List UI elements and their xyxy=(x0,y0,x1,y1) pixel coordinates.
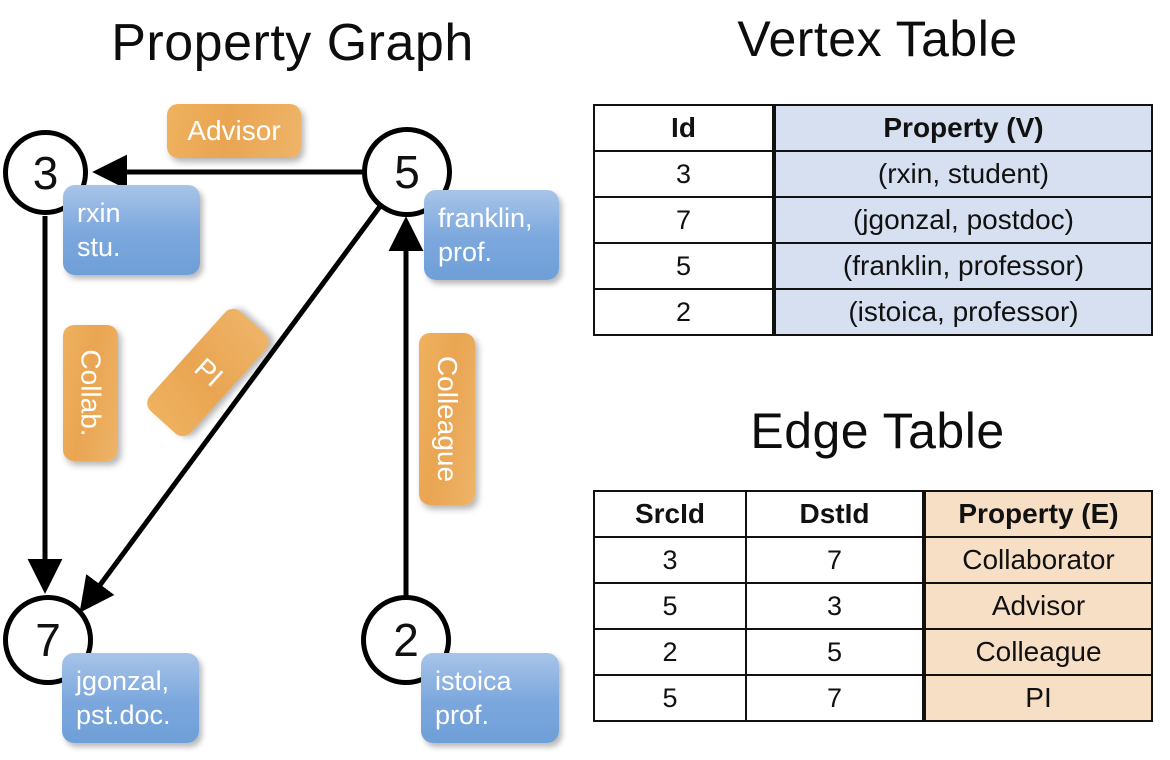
vertex-table-header-property: Property (V) xyxy=(772,104,1153,152)
bubble-rxin-role: stu. xyxy=(77,232,121,262)
vertex-cell-property: (jgonzal, postdoc) xyxy=(772,196,1153,244)
edge-cell-dst: 7 xyxy=(745,674,925,722)
edge-label-collab-text: Collab. xyxy=(75,349,107,437)
edge-cell-dst: 3 xyxy=(745,582,925,630)
edge-label-advisor-text: Advisor xyxy=(187,115,281,146)
edge-table: SrcId DstId Property (E) 3 7 Collaborato… xyxy=(593,490,1153,722)
graph-node-5[interactable]: 5 xyxy=(362,127,452,217)
node-property-bubble-jgonzal: jgonzal, pst.doc. xyxy=(62,653,199,743)
node-property-bubble-franklin: franklin, prof. xyxy=(424,190,559,280)
edge-cell-property: Advisor xyxy=(922,582,1153,630)
property-graph-panel: Property Graph 3 5 7 2 rxin stu. frankli… xyxy=(3,14,559,743)
table-row: 3 7 Collaborator xyxy=(593,536,1153,584)
node-property-bubble-istoica: istoica prof. xyxy=(421,653,559,743)
edge-label-colleague: Colleague xyxy=(419,333,475,505)
graph-node-3-label: 3 xyxy=(32,146,59,199)
edge-label-collab: Collab. xyxy=(63,325,118,461)
table-row: 7 (jgonzal, postdoc) xyxy=(593,196,1153,244)
edge-cell-src: 5 xyxy=(593,582,747,630)
edge-cell-property: PI xyxy=(922,674,1153,722)
bubble-franklin-role: prof. xyxy=(438,237,493,267)
vertex-cell-id: 5 xyxy=(593,242,775,290)
graph-edges-svg xyxy=(27,154,424,613)
vertex-cell-property: (istoica, professor) xyxy=(772,288,1153,336)
edge-cell-property: Collaborator xyxy=(922,536,1153,584)
graph-node-2[interactable]: 2 xyxy=(361,595,451,685)
bubble-jgonzal-name: jgonzal, xyxy=(76,666,170,696)
edge-cell-src: 5 xyxy=(593,674,747,722)
edge-table-header-srcid: SrcId xyxy=(593,490,747,538)
edge-table-header-property: Property (E) xyxy=(922,490,1153,538)
edge-5-to-7 xyxy=(79,203,384,613)
bubble-istoica-name: istoica xyxy=(435,666,512,696)
graph-node-5-label: 5 xyxy=(394,146,420,198)
vertex-cell-id: 3 xyxy=(593,150,775,198)
edge-cell-src: 2 xyxy=(593,628,747,676)
bubble-franklin-name: franklin, xyxy=(438,203,533,233)
edge-label-advisor: Advisor xyxy=(167,104,301,158)
edge-table-header-dstid: DstId xyxy=(745,490,925,538)
bubble-istoica-role: prof. xyxy=(435,700,490,730)
vertex-table-header-row: Id Property (V) xyxy=(593,104,1153,152)
edge-table-header-row: SrcId DstId Property (E) xyxy=(593,490,1153,538)
table-row: 3 (rxin, student) xyxy=(593,150,1153,198)
table-row: 5 (franklin, professor) xyxy=(593,242,1153,290)
table-row: 2 (istoica, professor) xyxy=(593,288,1153,336)
bubble-rxin-name: rxin xyxy=(77,198,121,228)
graph-node-2-label: 2 xyxy=(393,614,419,666)
vertex-cell-id: 7 xyxy=(593,196,775,244)
edge-cell-src: 3 xyxy=(593,536,747,584)
bubble-jgonzal-role: pst.doc. xyxy=(76,700,171,730)
node-property-bubble-rxin: rxin stu. xyxy=(63,185,200,275)
table-row: 2 5 Colleague xyxy=(593,628,1153,676)
edge-cell-dst: 7 xyxy=(745,536,925,584)
edge-cell-property: Colleague xyxy=(922,628,1153,676)
edge-label-colleague-text: Colleague xyxy=(432,355,464,483)
page-title-vertex-table: Vertex Table xyxy=(737,11,1018,67)
vertex-cell-id: 2 xyxy=(593,288,775,336)
vertex-table: Id Property (V) 3 (rxin, student) 7 (jgo… xyxy=(593,104,1153,336)
graph-node-7-label: 7 xyxy=(35,614,61,666)
vertex-table-header-id: Id xyxy=(593,104,775,152)
vertex-cell-property: (rxin, student) xyxy=(772,150,1153,198)
edge-cell-dst: 5 xyxy=(745,628,925,676)
page-title-edge-table: Edge Table xyxy=(750,403,1005,459)
table-row: 5 3 Advisor xyxy=(593,582,1153,630)
edge-label-pi-text: PI xyxy=(188,351,229,393)
table-row: 5 7 PI xyxy=(593,674,1153,722)
page-title-property-graph: Property Graph xyxy=(111,14,474,72)
vertex-cell-property: (franklin, professor) xyxy=(772,242,1153,290)
